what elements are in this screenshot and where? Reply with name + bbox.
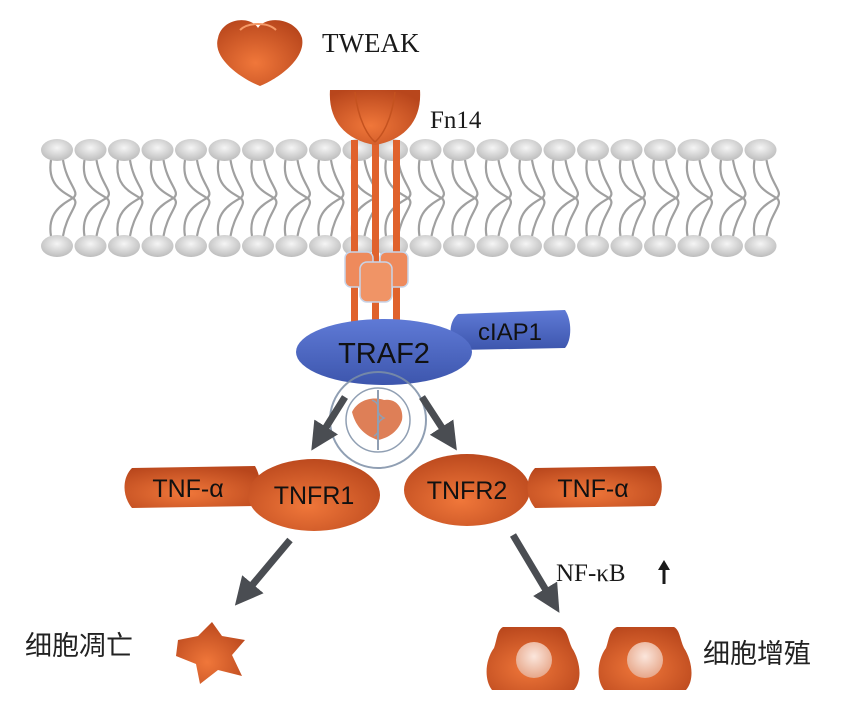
lipid-head <box>744 235 777 257</box>
lipid-head <box>175 235 207 257</box>
lipid-head <box>443 235 475 257</box>
lipid-head <box>711 235 743 257</box>
lipid-tail <box>250 159 278 237</box>
lipid-tail <box>49 159 77 237</box>
lipid-tail <box>417 159 445 237</box>
lipid-head <box>141 235 174 257</box>
lipid-tail <box>518 159 546 237</box>
lipid-head <box>74 139 107 161</box>
lipid-tail <box>719 159 747 237</box>
apoptosis-label: 细胞凋亡 <box>25 631 133 662</box>
lipid-head <box>476 235 509 257</box>
lipid-head <box>108 235 140 257</box>
traf2-label: TRAF2 <box>338 338 430 370</box>
watermark-logo <box>329 371 427 469</box>
lipid-head <box>577 139 609 161</box>
tnf-alpha-right <box>527 466 662 508</box>
lipid-head <box>208 139 241 161</box>
lipid-tail <box>149 159 177 237</box>
lipid-head <box>409 235 442 257</box>
arrow-traf2-to-tnfr2 <box>419 395 457 451</box>
lipid-head <box>409 139 442 161</box>
tnfr2-label: TNFR2 <box>427 477 508 505</box>
lipid-head <box>476 139 509 161</box>
lipid-head <box>577 235 609 257</box>
lipid-head <box>309 235 341 257</box>
lipid-head <box>443 139 475 161</box>
lipid-tail <box>116 159 144 237</box>
lipid-head <box>610 139 643 161</box>
lipid-head <box>108 139 140 161</box>
lipid-tail <box>752 159 780 237</box>
lipid-head <box>309 139 341 161</box>
lipid-head <box>208 235 241 257</box>
cell-membrane <box>41 139 780 257</box>
lipid-tail <box>685 159 713 237</box>
lipid-head <box>543 139 576 161</box>
tnf-alpha-left-label: TNF-α <box>152 475 223 503</box>
lipid-tail <box>618 159 646 237</box>
apoptotic-cell <box>176 622 245 684</box>
tnf-alpha-right-label: TNF-α <box>557 475 628 503</box>
lipid-head <box>510 139 542 161</box>
lipid-head <box>275 139 308 161</box>
tweak-ligand <box>217 20 303 86</box>
lipid-head <box>677 235 710 257</box>
lipid-head <box>342 139 375 161</box>
lipid-head <box>543 235 576 257</box>
nfkb-label: NF-κB <box>556 560 626 587</box>
lipid-tail <box>283 159 311 237</box>
ciap1-protein <box>450 310 571 350</box>
lipid-tail <box>183 159 211 237</box>
tnfr1-label: TNFR1 <box>274 482 355 510</box>
lipid-tail <box>82 159 110 237</box>
lipid-head <box>74 235 107 257</box>
proliferation-label: 细胞增殖 <box>703 639 811 670</box>
lipid-head <box>175 139 207 161</box>
lipid-head <box>610 235 643 257</box>
lipid-head <box>711 139 743 161</box>
tweak-label: TWEAK <box>322 28 420 58</box>
arrow-tnfr2-to-proliferation <box>509 533 560 613</box>
lipid-tail <box>551 159 579 237</box>
lipid-head <box>242 139 274 161</box>
fn14-label: Fn14 <box>430 107 482 134</box>
lipid-head <box>644 235 676 257</box>
lipid-tail <box>585 159 613 237</box>
tnf-alpha-left <box>124 466 261 508</box>
lipid-tail <box>451 159 479 237</box>
lipid-tail <box>484 159 512 237</box>
lipid-tail <box>652 159 680 237</box>
traf2-protein <box>296 319 472 385</box>
tnfr1-receptor <box>248 459 380 531</box>
lipid-head <box>242 235 274 257</box>
lipid-head <box>510 235 542 257</box>
up-arrow-icon <box>658 560 670 584</box>
lipid-head <box>141 139 174 161</box>
tnfr2-receptor <box>404 454 530 526</box>
lipid-tail <box>216 159 244 237</box>
proliferating-cell <box>486 627 580 690</box>
lipid-head <box>41 139 73 161</box>
ciap1-label: cIAP1 <box>478 319 542 346</box>
lipid-head <box>41 235 73 257</box>
lipid-tail <box>317 159 345 237</box>
lipid-tail <box>384 159 412 237</box>
lipid-head <box>677 139 710 161</box>
arrow-tnfr1-to-apoptosis <box>234 537 293 606</box>
proliferating-cell <box>598 627 692 690</box>
lipid-head <box>275 235 308 257</box>
fn14-receptor <box>329 90 421 325</box>
lipid-head <box>744 139 777 161</box>
lipid-head <box>644 139 676 161</box>
arrow-traf2-to-tnfr1 <box>311 395 348 451</box>
